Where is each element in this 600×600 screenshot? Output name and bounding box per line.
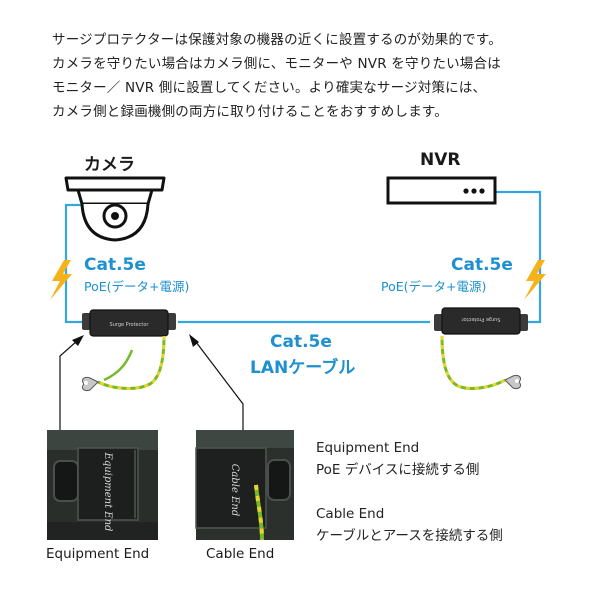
middle-cable-category: Cat.5e [270,332,332,352]
note-equipment-desc: PoE デバイスに接続する側 [316,462,480,478]
nvr-label: NVR [420,150,461,170]
photo-cable-print: Cable End [229,464,240,516]
photo-equipment-end: Equipment End [47,430,158,540]
callout-arrow-equipment [59,335,84,430]
intro-line: モニター／ NVR 側に設置してください。より確実なサージ対策には、 [52,80,487,96]
lightning-icon [524,260,546,300]
nvr-recorder-icon [386,176,497,205]
note-equipment-end: Equipment End PoE デバイスに接続する側 [316,437,479,481]
middle-cable-subtitle: LANケーブル [250,358,356,378]
camera-label: カメラ [84,155,135,175]
intro-text: サージプロテクターは保護対象の機器の近くに設置するのが効果的です。 カメラを守り… [52,28,572,124]
surge-protector-icon: Surge Protector [82,309,176,337]
dome-camera-icon [64,176,166,242]
ring-terminal-icon [504,375,522,389]
intro-line: カメラ側と録画機側の両方に取り付けることをおすすめします。 [52,104,448,120]
ring-terminal-icon [81,377,99,391]
note-cable-desc: ケーブルとアースを接続する側 [316,528,503,544]
right-cable-category: Cat.5e [451,255,513,275]
protector-body-text: Surge Protector [110,322,150,328]
photo-equipment-print: Equipment End [102,452,113,532]
protector-body-text: Surge Protector [461,316,501,322]
note-cable-end: Cable End ケーブルとアースを接続する側 [316,503,503,547]
callout-arrow-cable [189,334,244,430]
right-cable-subtitle: PoE(データ+電源) [381,279,487,294]
intro-line: サージプロテクターは保護対象の機器の近くに設置するのが効果的です。 [52,32,502,48]
photo-cable-end: Cable End [195,430,294,541]
note-cable-title: Cable End [316,506,385,522]
photo-caption-equipment: Equipment End [46,546,150,562]
lightning-icon [50,260,72,300]
intro-line: カメラを守りたい場合はカメラ側に、モニターや NVR を守りたい場合は [52,56,501,72]
ground-wire-icon [97,335,506,390]
surge-protector-icon: Surge Protector [434,307,528,335]
left-cable-category: Cat.5e [84,255,146,275]
photo-caption-cable: Cable End [206,546,275,562]
note-equipment-title: Equipment End [316,440,420,456]
poe-cable-right [495,190,542,324]
left-cable-subtitle: PoE(データ+電源) [84,279,190,294]
